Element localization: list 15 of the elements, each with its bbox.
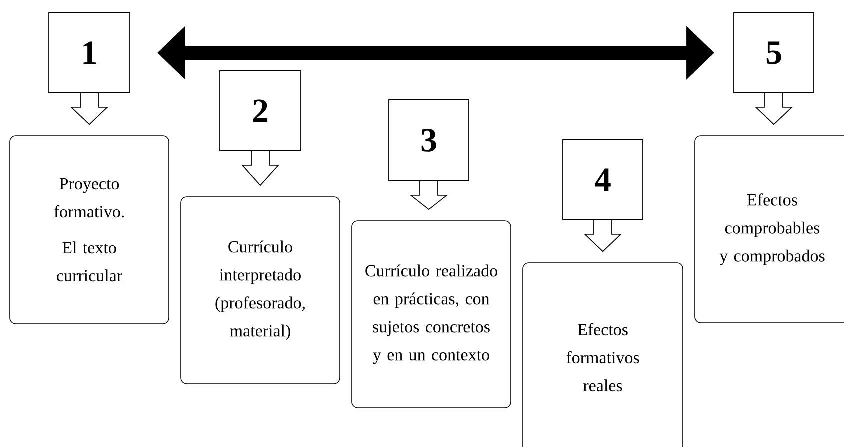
hollow-arrow xyxy=(242,151,280,186)
hollow-arrow xyxy=(584,220,622,252)
hollow-arrow xyxy=(70,93,109,126)
hollow-arrow xyxy=(410,181,448,210)
text-box: Proyecto formativo. El texto curricular xyxy=(10,136,170,324)
text-box: Currículo realizado en prácticas, con sujetos concretos y en un contexto xyxy=(352,220,512,408)
text-box: Efectos formativos reales xyxy=(522,262,684,447)
number-box: 5 xyxy=(734,12,814,94)
number-box: 2 xyxy=(220,70,302,152)
number-box: 3 xyxy=(388,100,470,182)
number-box: 1 xyxy=(48,12,130,94)
hollow-arrow xyxy=(754,93,794,126)
text-box: Currículo interpretado (profesorado, material) xyxy=(180,196,340,384)
number-box: 4 xyxy=(562,140,644,220)
text-box: Efectos comprobables y comprobados xyxy=(694,136,844,324)
